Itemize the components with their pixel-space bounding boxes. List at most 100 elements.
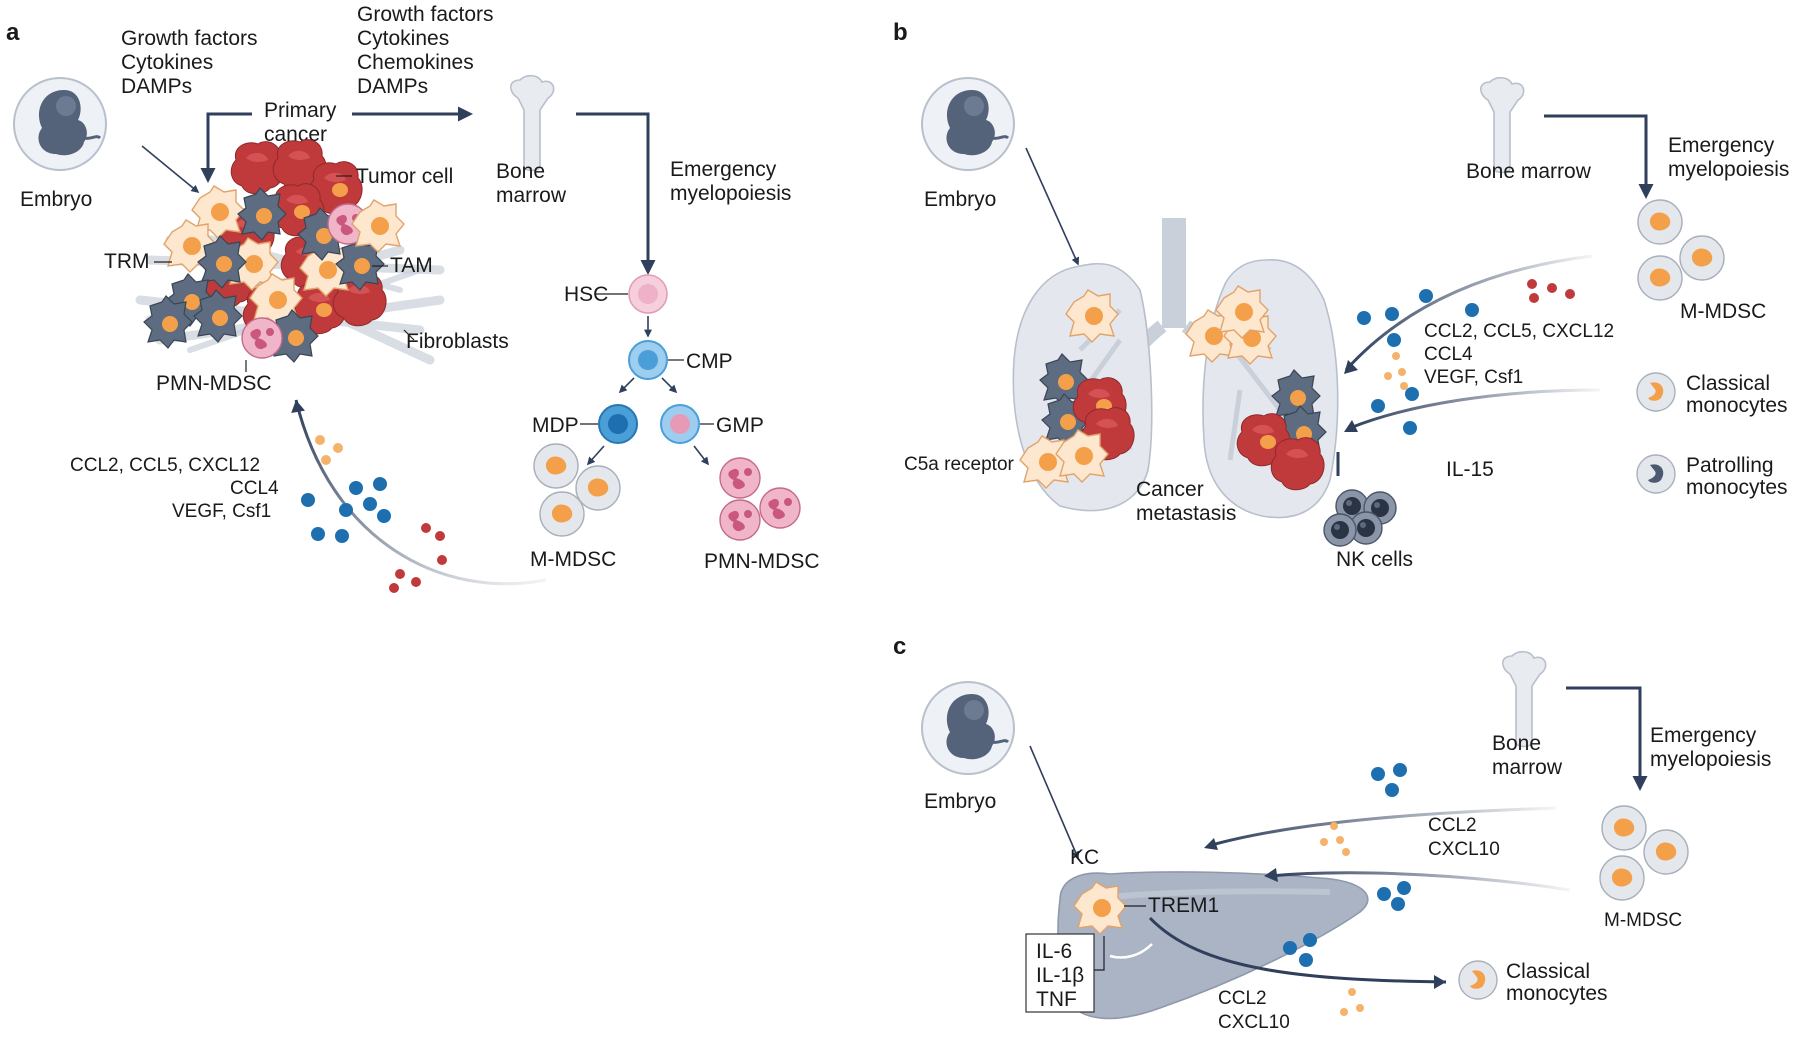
signal-dots-c-bottom xyxy=(1283,933,1364,1016)
trem1-label: TREM1 xyxy=(1148,894,1219,917)
chemokines-c-top-2: CXCL10 xyxy=(1428,839,1500,860)
m-mdsc-cluster-b xyxy=(1637,199,1725,301)
cytokine-il1b: IL-1β xyxy=(1036,964,1084,987)
chemokines-a-2: CCL4 xyxy=(230,478,279,499)
metastasis-label-2: metastasis xyxy=(1136,502,1236,525)
emergency-label-c-2: myelopoiesis xyxy=(1650,748,1771,771)
cmp-label: CMP xyxy=(686,350,733,373)
chemokines-b-3: VEGF, Csf1 xyxy=(1424,367,1523,388)
arrow-emergency-c xyxy=(1566,686,1648,791)
m-mdsc-cluster-c xyxy=(1599,805,1689,901)
mdp-label: MDP xyxy=(532,414,579,437)
embryo-label-c: Embryo xyxy=(924,790,996,813)
kc-label: KC xyxy=(1070,846,1099,869)
growth-factors-right: Growth factors Cytokines Chemokines DAMP… xyxy=(357,3,494,98)
arrow-mmdsc-to-lung xyxy=(1344,254,1593,372)
signal-right-1: Growth factors xyxy=(357,3,494,26)
nk-cell-cluster xyxy=(1323,489,1397,547)
pmn-mdsc-tumor-label: PMN-MDSC xyxy=(156,372,272,395)
hsc-cell xyxy=(628,274,668,314)
tam-label: TAM xyxy=(390,254,433,277)
chemokines-c-bottom-2: CXCL10 xyxy=(1218,1012,1290,1033)
signal-right-3: Chemokines xyxy=(357,51,474,74)
chemokines-b-1: CCL2, CCL5, CXCL12 xyxy=(1424,321,1614,342)
signal-left-1: Growth factors xyxy=(121,27,258,50)
cmp-cell xyxy=(628,340,668,380)
classical-monocyte-b xyxy=(1636,372,1676,412)
arrow-liver-to-monocytes xyxy=(1148,916,1447,984)
chemokines-c-top-1: CCL2 xyxy=(1428,815,1477,836)
embryo-label-a: Embryo xyxy=(20,188,92,211)
signal-dots-c-top xyxy=(1320,763,1411,911)
arrow-mmdsc-to-liver-1 xyxy=(1207,806,1557,848)
bone-marrow-label-b: Bone marrow xyxy=(1466,160,1592,183)
embryo-icon xyxy=(920,680,1016,776)
bone-marrow-label-a-1: Bone xyxy=(496,160,545,183)
patrolling-label-2: monocytes xyxy=(1686,476,1788,499)
emergency-label-a-2: myelopoiesis xyxy=(670,182,791,205)
cytokine-tnf: TNF xyxy=(1036,988,1077,1011)
signal-right-4: DAMPs xyxy=(357,75,428,98)
arrow-cmp-mdp xyxy=(618,377,635,394)
m-mdsc-label-a: M-MDSC xyxy=(530,548,616,571)
arrow-to-tumor xyxy=(200,112,252,183)
arrow-embryo-to-tumor xyxy=(141,145,200,194)
chemokines-a-1: CCL2, CCL5, CXCL12 xyxy=(70,455,260,476)
pmn-mdsc-label: PMN-MDSC xyxy=(704,550,820,573)
metastasis-label-1: Cancer xyxy=(1136,478,1204,501)
cytokine-leader xyxy=(1094,936,1105,971)
arrow-mmdsc-to-liver-2 xyxy=(1269,871,1571,892)
embryo-icon xyxy=(920,76,1016,172)
classical-label-b-2: monocytes xyxy=(1686,394,1788,417)
il15-label: IL-15 xyxy=(1446,458,1494,481)
arrow-classical-to-lung xyxy=(1349,388,1601,430)
chemokines-c-bottom-1: CCL2 xyxy=(1218,988,1267,1009)
chemokines-a-3: VEGF, Csf1 xyxy=(172,501,271,522)
signal-left-2: Cytokines xyxy=(121,51,213,74)
m-mdsc-cluster-a xyxy=(533,443,621,537)
bone-marrow-label-c-1: Bone xyxy=(1492,732,1541,755)
classical-monocyte-c xyxy=(1458,960,1498,1000)
signal-right-2: Cytokines xyxy=(357,27,449,50)
arrow-embryo-to-liver xyxy=(1029,745,1080,860)
signal-dots-a xyxy=(301,435,447,593)
trm-label: TRM xyxy=(104,250,150,273)
tumor-mass xyxy=(135,139,445,365)
emergency-label-b-1: Emergency xyxy=(1668,134,1775,157)
emergency-label-b-2: myelopoiesis xyxy=(1668,158,1789,181)
mdp-cell xyxy=(598,404,638,444)
patrolling-monocyte xyxy=(1636,454,1676,494)
gmp-cell xyxy=(660,404,700,444)
panel-c-letter: c xyxy=(893,633,906,660)
chemokines-b-2: CCL4 xyxy=(1424,344,1473,365)
classical-label-c-2: monocytes xyxy=(1506,982,1608,1005)
arrow-emergency-myelopoiesis xyxy=(576,112,656,275)
tumor-cell-label: Tumor cell xyxy=(356,165,453,188)
hsc-label: HSC xyxy=(564,283,608,306)
arrow-cmp-gmp xyxy=(661,377,678,394)
cytokine-box: IL-6 IL-1β TNF xyxy=(1025,933,1095,1013)
primary-cancer-label-1: Primary xyxy=(264,99,337,122)
panel-b-letter: b xyxy=(893,19,908,46)
classical-label-c-1: Classical xyxy=(1506,960,1590,983)
fibroblasts-label: Fibroblasts xyxy=(406,330,509,353)
m-mdsc-label-b: M-MDSC xyxy=(1680,300,1766,323)
arrow-emergency-b xyxy=(1544,114,1654,199)
gmp-label: GMP xyxy=(716,414,764,437)
arrow-embryo-to-lung xyxy=(1025,147,1080,266)
embryo-label-b: Embryo xyxy=(924,188,996,211)
growth-factors-left: Growth factors Cytokines DAMPs xyxy=(121,27,258,98)
arrow-mdp-mmdsc xyxy=(586,445,605,466)
white-arrow xyxy=(1109,943,1153,959)
arrow-gmp-pmnmdsc xyxy=(693,445,709,466)
bone-marrow-label-a-2: marrow xyxy=(496,184,567,207)
panel-a-letter: a xyxy=(6,19,20,46)
patrolling-label-1: Patrolling xyxy=(1686,454,1774,477)
nk-cells-label: NK cells xyxy=(1336,548,1413,571)
bone-marrow-label-c-2: marrow xyxy=(1492,756,1563,779)
m-mdsc-label-c: M-MDSC xyxy=(1604,910,1682,931)
emergency-label-c-1: Emergency xyxy=(1650,724,1757,747)
arrow-recruitment-a xyxy=(294,399,547,586)
cytokine-il6: IL-6 xyxy=(1036,940,1072,963)
